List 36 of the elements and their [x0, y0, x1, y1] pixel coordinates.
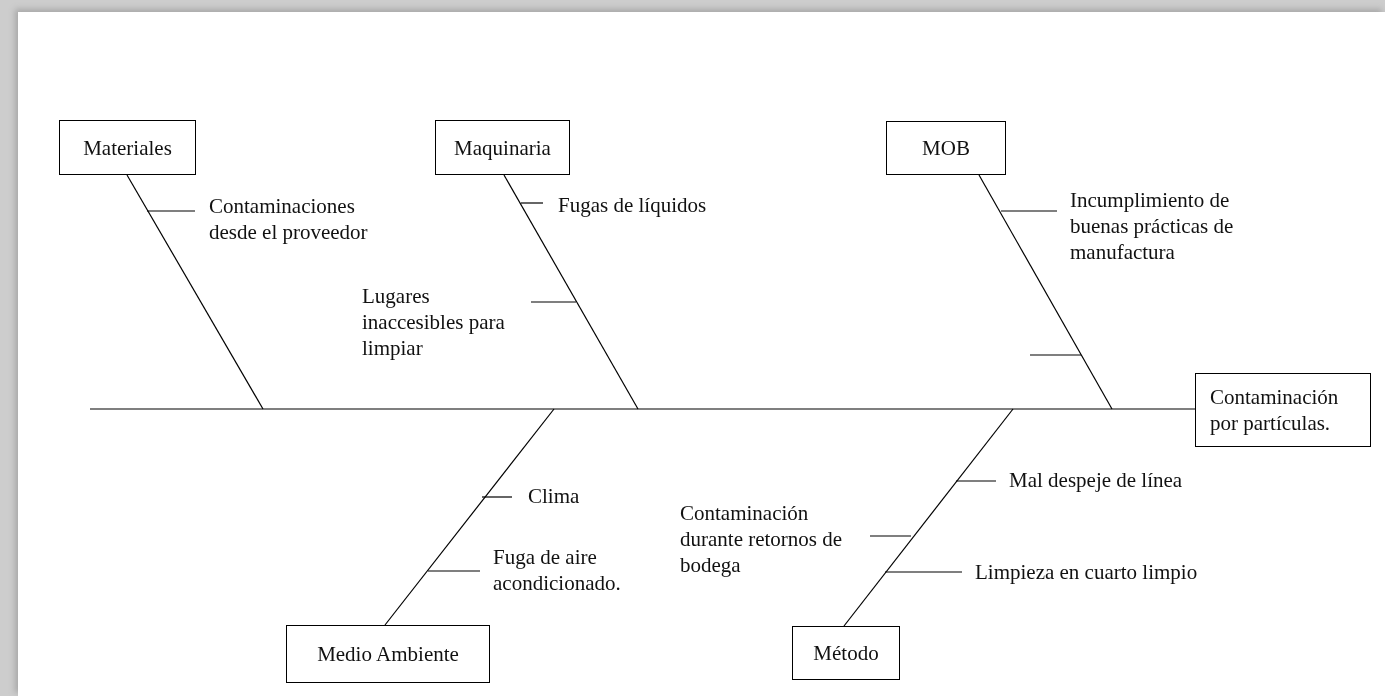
category-box: [886, 121, 1006, 175]
bone-line: [978, 174, 1113, 410]
bone-line: [126, 174, 264, 410]
cause-label: Contaminaciones desde el proveedor: [195, 193, 391, 245]
bone-line: [503, 174, 639, 410]
effect-box: [1195, 373, 1371, 447]
cause-label: Limpieza en cuarto limpio: [962, 559, 1198, 585]
spine-line: [89, 408, 1196, 410]
bone-line: [384, 408, 555, 626]
leader-line: [955, 480, 997, 482]
leader-line: [869, 535, 912, 537]
leader-line: [481, 496, 513, 498]
cause-label: Incumplimiento de buenas prácticas de manufactura: [1057, 187, 1252, 265]
leader-line: [427, 570, 481, 572]
category-label: Medio Ambiente: [317, 641, 459, 667]
leader-line: [530, 301, 577, 303]
leader-line: [884, 571, 963, 573]
cause-label: Lugares inaccesibles para limpiar: [362, 283, 531, 361]
cause-label: Clima: [512, 483, 580, 509]
category-box: [435, 120, 570, 175]
category-label: Materiales: [83, 134, 172, 161]
category-box: [59, 120, 196, 175]
leader-line: [146, 210, 196, 212]
cause-label: Contaminación durante retornos de bodega: [680, 500, 870, 578]
cause-label: Mal despeje de línea: [996, 467, 1183, 493]
category-box: [792, 626, 900, 680]
effect-label: Contaminación por partículas.: [1210, 384, 1340, 436]
cause-label: Fugas de líquidos: [543, 192, 707, 218]
cause-label: Fuga de aire acondicionado.: [480, 544, 638, 596]
category-box: [286, 625, 490, 683]
category-label: Método: [813, 640, 879, 666]
leader-line: [520, 202, 544, 204]
bone-line: [843, 408, 1014, 627]
category-label: Maquinaria: [454, 134, 551, 161]
category-label: MOB: [922, 135, 970, 161]
leader-line: [1000, 210, 1058, 212]
